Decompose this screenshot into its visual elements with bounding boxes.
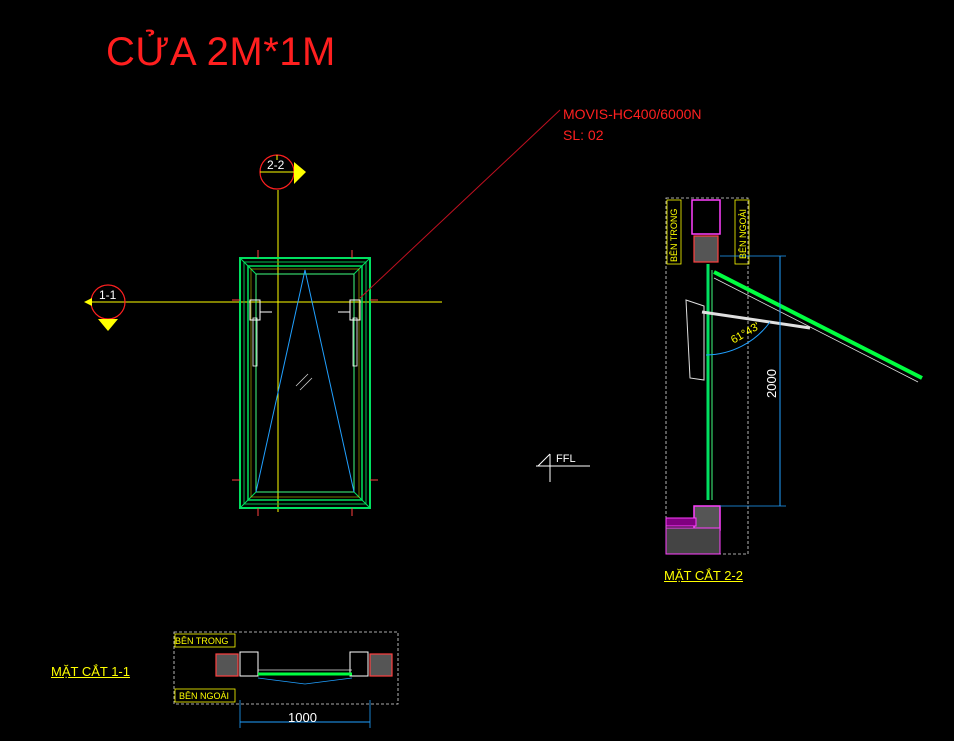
outer-frame [239, 257, 371, 509]
glass-mark [299, 377, 313, 391]
corner-joint [239, 491, 257, 509]
angle-arc [705, 321, 771, 356]
section-2-2-view [665, 197, 923, 555]
marker-label-2-2: 2-2 [267, 158, 285, 172]
opened-sash [713, 270, 923, 380]
section-boundary [665, 197, 749, 555]
section-title-1-1: MẶT CẮT 1-1 [51, 664, 130, 679]
section-marker-2-2 [259, 154, 306, 190]
floor-finish [665, 517, 697, 527]
actuator-right [338, 299, 361, 367]
opening-indicator [257, 677, 353, 685]
ffl-label: FFL [556, 453, 576, 465]
level-mark [536, 453, 590, 482]
fixing-points [232, 250, 378, 516]
frame-inner-line [243, 261, 367, 505]
sash [247, 265, 363, 501]
sill-block [693, 505, 721, 531]
actuator-arm [701, 310, 811, 330]
lintel [691, 199, 721, 235]
section-marker-1-1 [84, 284, 126, 331]
corner-joint [239, 257, 257, 275]
callout-leader [359, 109, 561, 299]
gasket-line [250, 268, 360, 498]
lintel-block [693, 235, 719, 263]
elevation-view [84, 109, 561, 516]
drawing-title: CỬA 2M*1M [106, 30, 336, 74]
wall-left [215, 653, 239, 677]
glass-mark [295, 373, 309, 387]
dimension-width: 1000 [288, 710, 317, 725]
tag-outside-horizontal: BÊN NGOÀI [179, 691, 230, 701]
actuator-left [249, 299, 272, 367]
section-title-2-2: MẶT CẮT 2-2 [664, 568, 743, 583]
tag-inside-vertical: BÊN TRONG [669, 208, 679, 262]
glass-pane [255, 273, 355, 493]
corner-joint [353, 257, 371, 275]
floor-slab [665, 527, 721, 555]
actuator-body [685, 299, 705, 381]
opened-sash-edge [713, 277, 919, 383]
frame-profile-right [349, 651, 369, 677]
tag-inside-horizontal: BÊN TRONG [175, 636, 229, 646]
section-1-1-view [173, 631, 399, 728]
frame-profile-left [239, 651, 259, 677]
tag-outside-vertical: BÊN NGOÀI [738, 208, 748, 259]
marker-label-1-1: 1-1 [99, 288, 117, 302]
callout-quantity: SL: 02 [563, 127, 604, 143]
dimension-height: 2000 [764, 369, 779, 398]
section-boundary [173, 631, 399, 705]
corner-joint [353, 491, 371, 509]
wall-right [369, 653, 393, 677]
callout-model: MOVIS-HC400/6000N [563, 106, 702, 122]
opening-direction [255, 269, 355, 493]
